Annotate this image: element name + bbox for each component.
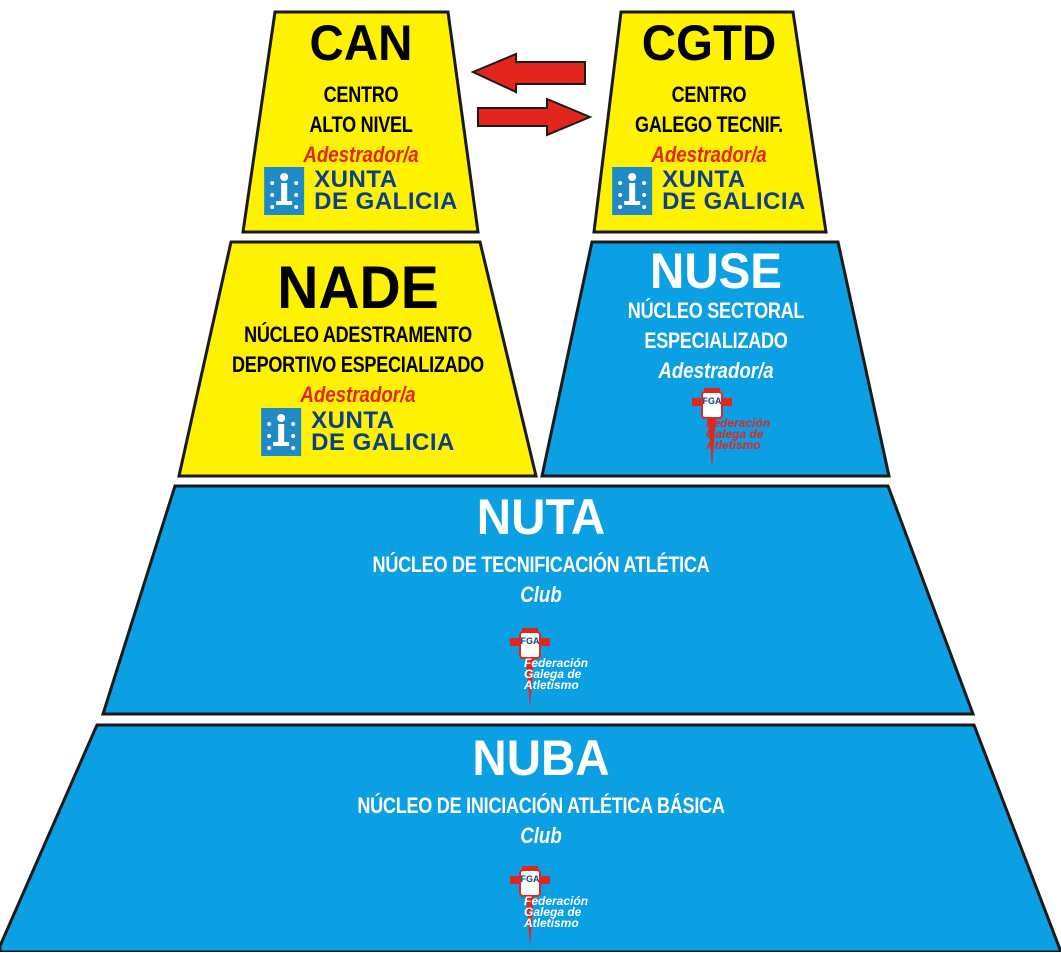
nuba-title: NUBA bbox=[472, 730, 610, 786]
can-line1: CENTRO bbox=[323, 82, 399, 107]
nuba-line1: NÚCLEO DE INICIACIÓN ATLÉTICA BÁSICA bbox=[357, 793, 725, 818]
nuta-line1: NÚCLEO DE TECNIFICACIÓN ATLÉTICA bbox=[372, 552, 710, 577]
xunta-emblem-icon bbox=[261, 408, 302, 456]
fga-abbr: FGA bbox=[521, 874, 540, 884]
fga-line3: Atletismo bbox=[706, 438, 761, 452]
cgtd-label-group: CGTD CENTRO GALEGO TECNIF. Adestrador/a bbox=[619, 18, 799, 170]
nuta-block bbox=[100, 484, 976, 716]
xunta-line2: DE GALICIA bbox=[311, 429, 455, 456]
nade-line2: DEPORTIVO ESPECIALIZADO bbox=[232, 352, 484, 377]
nuba-role: Club bbox=[520, 823, 562, 848]
fga-line2: Galega de bbox=[524, 905, 582, 919]
nuse-line2: ESPECIALIZADO bbox=[644, 328, 788, 353]
nuse-title: NUSE bbox=[650, 243, 782, 299]
can-role: Adestrador/a bbox=[303, 142, 419, 167]
cgtd-role: Adestrador/a bbox=[651, 142, 767, 167]
xunta-line1: XUNTA bbox=[311, 407, 395, 434]
fga-abbr: FGA bbox=[703, 396, 722, 406]
nuse-label-group: NUSE NÚCLEO SECTORAL ESPECIALIZADO Adest… bbox=[608, 246, 823, 386]
nade-line1: NÚCLEO ADESTRAMENTO bbox=[244, 322, 472, 347]
xunta-emblem-icon bbox=[612, 167, 653, 215]
nuta-label-group: NUTA NÚCLEO DE TECNIFICACIÓN ATLÉTICA Cl… bbox=[336, 492, 747, 610]
fga-line1: Federación bbox=[524, 894, 589, 908]
can-line2: ALTO NIVEL bbox=[309, 112, 413, 137]
xunta-line2: DE GALICIA bbox=[314, 188, 458, 215]
cgtd-line1: CENTRO bbox=[671, 82, 747, 107]
xunta-line1: XUNTA bbox=[662, 166, 746, 193]
cgtd-line2: GALEGO TECNIF. bbox=[635, 112, 783, 137]
xunta-emblem-icon bbox=[264, 167, 305, 215]
can-title: CAN bbox=[309, 15, 413, 71]
nuta-title: NUTA bbox=[476, 489, 606, 545]
cgtd-title: CGTD bbox=[641, 15, 777, 71]
fga-line2: Galega de bbox=[524, 667, 582, 681]
nuta-role: Club bbox=[520, 582, 562, 607]
xunta-line1: XUNTA bbox=[314, 166, 398, 193]
nuse-line1: NÚCLEO SECTORAL bbox=[627, 298, 805, 323]
can-label-group: CAN CENTRO ALTO NIVEL Adestrador/a bbox=[293, 18, 429, 170]
fga-abbr: FGA bbox=[521, 636, 540, 646]
nuse-role: Adestrador/a bbox=[658, 358, 774, 383]
fga-line2: Galega de bbox=[706, 427, 764, 441]
fga-line1: Federación bbox=[706, 416, 771, 430]
nuba-label-group: NUBA NÚCLEO DE INICIACIÓN ATLÉTICA BÁSIC… bbox=[317, 733, 765, 851]
arrow-left-icon bbox=[470, 52, 586, 94]
nade-label-group: NADE NÚCLEO ADESTRAMENTO DEPORTIVO ESPEC… bbox=[204, 258, 511, 410]
fga-line3: Atletismo bbox=[524, 916, 579, 930]
fga-line3: Atletismo bbox=[524, 678, 579, 692]
nade-title: NADE bbox=[277, 254, 439, 321]
nade-role: Adestrador/a bbox=[300, 382, 416, 407]
fga-line1: Federación bbox=[524, 656, 589, 670]
nuse-block bbox=[540, 240, 891, 478]
nuba-block bbox=[0, 723, 1061, 952]
xunta-line2: DE GALICIA bbox=[662, 188, 806, 215]
arrow-right-icon bbox=[477, 97, 593, 137]
